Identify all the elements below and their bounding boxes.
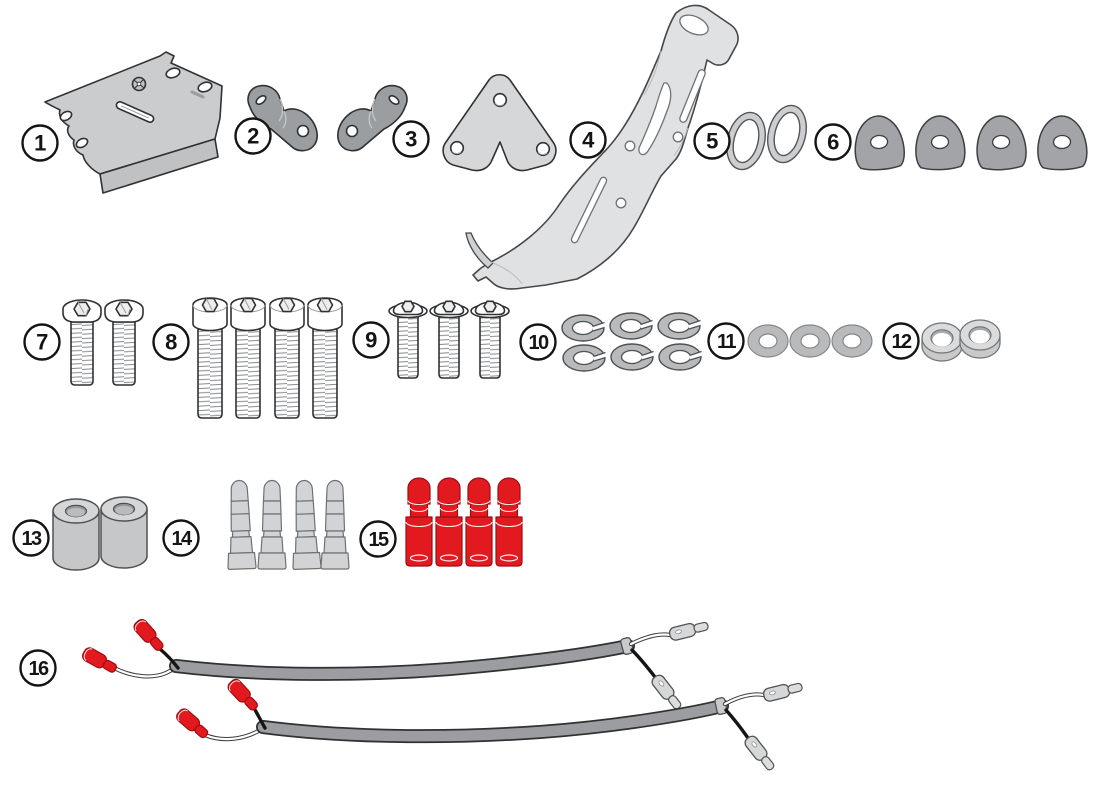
bracket-hole [615,197,627,209]
flat-washer [789,324,831,358]
bracket-cutout [638,82,672,156]
flat-washer [747,324,789,358]
bracket-hole [672,131,684,143]
angled-bracket-right [337,84,408,152]
callout-6: 6 [814,123,852,161]
callout-5: 5 [693,122,731,160]
red-insulated-terminal [495,477,523,567]
socket-head-cap-screw [230,297,266,419]
callout-number: 15 [368,529,389,551]
screw-head-detail [131,76,147,92]
red-insulated-terminal [435,477,463,567]
plate-hole [197,81,213,93]
plate-hole [535,141,551,157]
callout-number: 6 [827,130,839,155]
cylindrical-spacer-bushing [52,498,100,571]
white-wire [723,693,766,706]
part-flanged-button-head-screws [388,300,510,379]
bracket-hole [624,140,636,152]
callout-1: 1 [21,124,59,162]
black-wire [724,708,750,740]
red-insulated-terminal [405,477,433,567]
cylindrical-spacer-bushing [100,496,148,569]
callout-14: 14 [162,519,200,557]
part-flat-washers [747,324,873,358]
plate-hole [59,110,73,122]
cable-sleeve [257,700,728,742]
wiring-harness-bottom [173,676,805,774]
plate-hole [75,137,89,149]
callout-number: 9 [365,328,377,353]
red-insulated-terminal [465,477,493,567]
callout-number: 2 [247,124,259,149]
callout-number: 16 [28,658,49,680]
callout-15: 15 [359,520,397,558]
angled-bracket-left [247,84,318,152]
thick-spacer-washer [921,322,963,362]
callout-number: 14 [171,528,193,550]
callout-number: 13 [21,528,42,550]
callout-8: 8 [152,323,190,361]
part-wiring-harnesses [80,616,805,774]
split-lock-washer [561,314,606,342]
bracket-slot-hole [679,14,709,36]
plate-hole [165,67,181,79]
cable-sleeve [170,640,634,680]
callout-13: 13 [12,519,50,557]
bracket-slot [679,69,706,123]
callout-number: 8 [165,330,177,355]
black-wire [252,706,267,730]
callout-number: 1 [34,131,46,156]
callout-10: 10 [519,323,557,361]
plate-hole [449,140,465,156]
black-wire [158,647,180,670]
part-curved-support-bracket [465,4,739,290]
callout-number: 5 [706,129,718,154]
split-lock-washer [657,312,702,340]
callout-4: 4 [569,121,607,159]
socket-head-cap-screw [269,297,305,419]
split-lock-washer [562,344,607,372]
plate-hole [492,92,508,108]
engraved-mark [190,90,205,99]
split-lock-washer [658,343,703,371]
wiring-harness-top [80,616,711,713]
thick-spacer-washer [959,319,1001,359]
part-v-shaped-corner-plate [442,73,557,172]
callout-12: 12 [882,322,920,360]
socket-head-cap-screw [307,297,343,419]
callout-number: 7 [36,330,48,355]
callout-3: 3 [392,120,430,158]
callout-2: 2 [234,117,272,155]
white-wire [629,633,672,646]
black-wire [630,648,657,679]
callout-11: 11 [707,322,745,360]
callout-16: 16 [19,649,57,687]
part-angled-side-brackets [247,84,408,152]
callout-9: 9 [352,321,390,359]
bracket-slot [570,176,608,244]
callout-number: 12 [891,331,912,353]
part-base-mounting-plate [44,51,223,194]
callout-7: 7 [23,323,61,361]
socket-head-cap-screw [192,297,228,419]
flat-washer [831,324,873,358]
split-lock-washer [609,312,654,340]
plate-slot [115,100,155,124]
callout-number: 11 [717,331,736,353]
callout-number: 3 [405,127,417,152]
split-lock-washer [610,343,655,371]
white-wire [203,727,264,741]
callout-number: 10 [528,332,549,354]
callout-number: 4 [582,128,595,153]
